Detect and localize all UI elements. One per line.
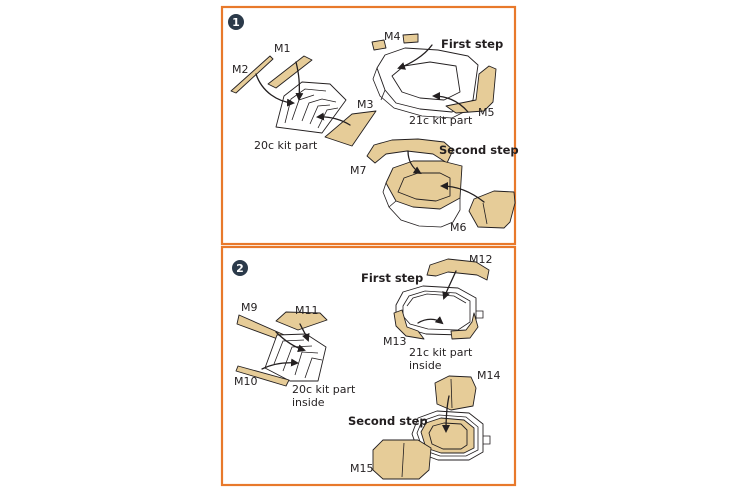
decal-m6 bbox=[468, 190, 516, 229]
label-m3: M3 bbox=[357, 98, 374, 111]
label-kit-part-20c-inside-2: inside bbox=[292, 396, 325, 409]
arrow-m6-to-kit bbox=[440, 182, 485, 203]
label-m2: M2 bbox=[232, 63, 249, 76]
label-kit-part-20c: 20c kit part bbox=[254, 139, 318, 152]
decal-m13 bbox=[393, 309, 479, 340]
arrow-m3-to-kit bbox=[316, 112, 351, 126]
label-m5: M5 bbox=[478, 106, 495, 119]
panel-2-frame bbox=[220, 245, 517, 487]
label-m13: M13 bbox=[383, 335, 407, 348]
arrow-m1-to-kit bbox=[295, 61, 304, 101]
arrow-m7-to-kit bbox=[407, 150, 422, 175]
decal-m1 bbox=[267, 55, 313, 89]
step-badge-2: 2 bbox=[232, 260, 248, 276]
label-m11: M11 bbox=[295, 304, 319, 317]
decal-m5 bbox=[445, 65, 497, 114]
decal-m2 bbox=[230, 55, 274, 94]
label-second-step-2: Second step bbox=[348, 414, 428, 428]
decal-m4 bbox=[371, 33, 419, 51]
label-kit-part-21c-inside-1: 21c kit part bbox=[409, 346, 473, 359]
label-m10: M10 bbox=[234, 375, 258, 388]
label-second-step-1: Second step bbox=[439, 143, 519, 157]
kit-part-21c-step-2 bbox=[382, 160, 463, 228]
arrow-m4-to-kit bbox=[397, 44, 433, 70]
decal-m14 bbox=[434, 375, 477, 411]
arrow-m9-to-kit bbox=[275, 331, 306, 353]
label-m4: M4 bbox=[384, 30, 401, 43]
arrow-m5-to-kit bbox=[432, 92, 469, 113]
label-kit-part-20c-inside-1: 20c kit part bbox=[292, 383, 356, 396]
label-m9: M9 bbox=[241, 301, 258, 314]
label-kit-part-21c: 21c kit part bbox=[409, 114, 473, 127]
kit-part-20c bbox=[275, 81, 347, 134]
label-m6: M6 bbox=[450, 221, 467, 234]
decal-m12 bbox=[426, 258, 490, 281]
arrow-m11-to-kit bbox=[299, 323, 310, 342]
label-first-step-1: First step bbox=[441, 37, 503, 51]
decal-m7 bbox=[366, 138, 454, 164]
label-m15: M15 bbox=[350, 462, 374, 475]
panel-2: 2 M9 M11 M10 20c kit part inside First s… bbox=[232, 253, 501, 480]
arrow-m14-to-kit bbox=[442, 395, 451, 433]
label-m14: M14 bbox=[477, 369, 501, 382]
decal-m10 bbox=[235, 365, 290, 387]
arrow-m12-to-kit bbox=[442, 270, 457, 300]
arrow-m2-to-kit bbox=[255, 73, 295, 107]
decal-m11 bbox=[275, 311, 328, 331]
arrow-m10-to-kit bbox=[261, 358, 299, 370]
label-m1: M1 bbox=[274, 42, 291, 55]
panel-1-frame bbox=[220, 5, 517, 246]
step-badge-1-number: 1 bbox=[232, 16, 240, 29]
step-badge-1: 1 bbox=[228, 14, 244, 30]
step-badge-2-number: 2 bbox=[236, 262, 244, 275]
label-m7: M7 bbox=[350, 164, 367, 177]
kit-part-20c-inside bbox=[264, 333, 327, 382]
label-kit-part-21c-inside-2: inside bbox=[409, 359, 442, 372]
label-first-step-2: First step bbox=[361, 271, 423, 285]
arrow-m13-to-kit bbox=[417, 316, 444, 325]
decal-m15 bbox=[372, 439, 432, 480]
panel-1: 1 M1 M2 M3 20c kit part bbox=[228, 14, 519, 234]
